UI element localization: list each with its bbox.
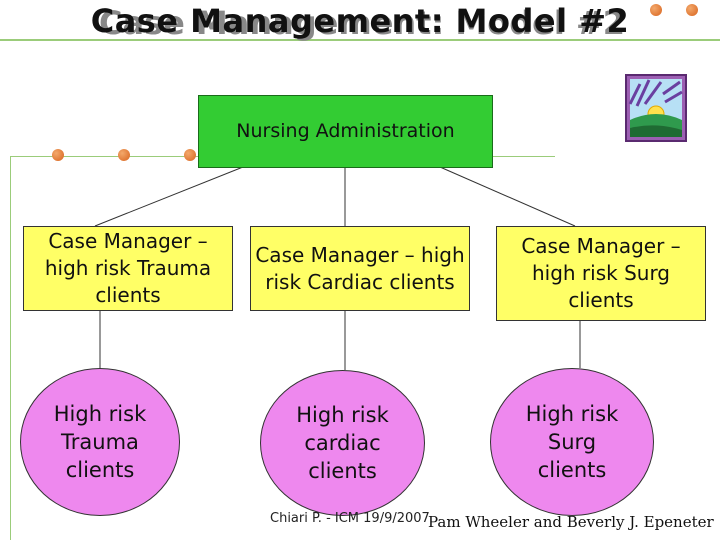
bullet-dot [52, 149, 64, 161]
node-label: Case Manager – high risk Cardiac clients [255, 242, 465, 294]
org-node-case-manager-surg: Case Manager – high risk Surg clients [496, 226, 706, 321]
page-title-shadow: Case Management: Model #2 [98, 4, 626, 42]
footer-credit-small: Chiari P. - ICM 19/9/2007 [270, 511, 430, 526]
node-label: Case Manager – high risk Trauma clients [44, 229, 212, 307]
node-label: High risk Surg clients [525, 402, 619, 482]
node-label: Case Manager – high risk Surg clients [521, 234, 681, 312]
page-title: Case Management: Model #2 [90, 2, 630, 40]
node-label: High risk Trauma clients [53, 402, 147, 482]
org-node-clients-cardiac: High risk cardiac clients [260, 370, 425, 516]
org-node-case-manager-cardiac: Case Manager – high risk Cardiac clients [250, 226, 470, 311]
node-label: Nursing Administration [236, 120, 455, 142]
accent-line-left [10, 156, 11, 540]
node-label: High risk cardiac clients [296, 403, 389, 483]
bullet-dot [118, 149, 130, 161]
bullet-dot [184, 149, 196, 161]
bullet-dot [650, 4, 662, 16]
sunrise-landscape-icon [625, 74, 687, 142]
bullet-dot [686, 4, 698, 16]
org-node-case-manager-trauma: Case Manager – high risk Trauma clients [23, 226, 233, 311]
org-node-nursing-administration: Nursing Administration [198, 95, 493, 168]
accent-line-top [0, 39, 720, 41]
org-node-clients-trauma: High risk Trauma clients [20, 368, 180, 516]
footer-credit-large: Pam Wheeler and Beverly J. Epeneter [428, 513, 714, 531]
org-node-clients-surg: High risk Surg clients [490, 368, 654, 516]
